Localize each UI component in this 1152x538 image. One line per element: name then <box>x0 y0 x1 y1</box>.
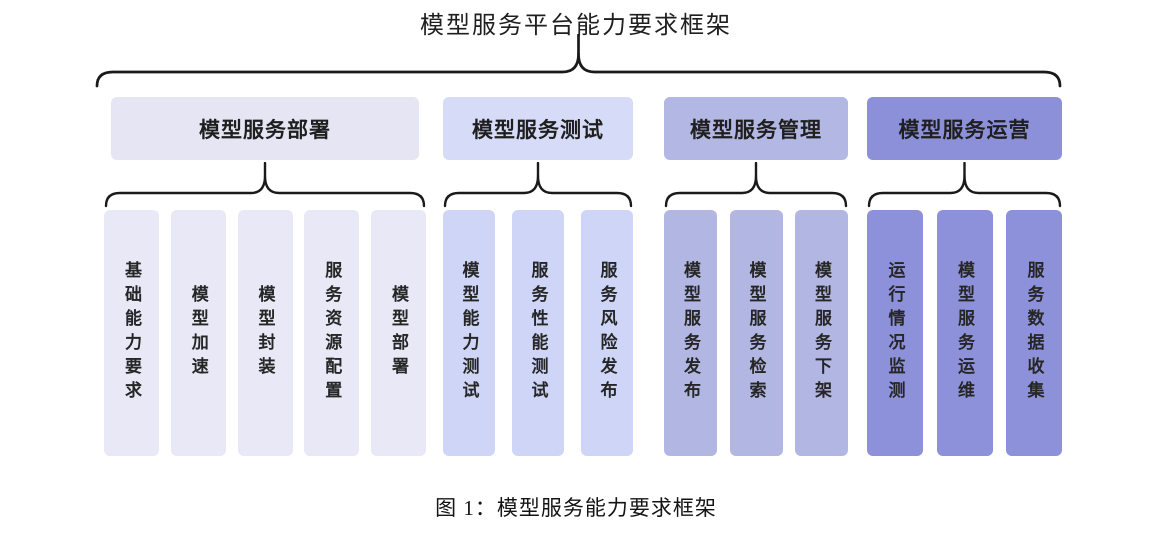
testing-items: 模型能力测试 服务性能测试 服务风险发布 <box>443 210 633 456</box>
item-box: 模型服务发布 <box>664 210 717 456</box>
item-box: 模型服务检索 <box>729 210 783 456</box>
item-box: 基础能力要求 <box>104 210 159 456</box>
item-label: 运行情况监测 <box>885 261 905 405</box>
item-box: 模型部署 <box>371 210 426 456</box>
group-model-service-testing: 模型服务测试 模型能力测试 服务性能测试 服务风险发布 <box>443 97 633 456</box>
figure-title: 模型服务平台能力要求框架 <box>420 12 732 39</box>
item-label: 模型服务检索 <box>746 261 766 405</box>
item-label: 模型部署 <box>389 285 408 381</box>
item-label: 服务资源配置 <box>322 261 342 405</box>
brace-deployment <box>104 162 426 208</box>
item-label: 模型服务发布 <box>681 261 700 405</box>
item-label: 基础能力要求 <box>122 261 141 405</box>
item-label: 服务性能测试 <box>528 261 548 405</box>
category-box-management: 模型服务管理 <box>664 97 848 160</box>
item-label: 模型服务下架 <box>812 261 831 405</box>
item-box: 模型加速 <box>170 210 226 456</box>
item-label: 模型能力测试 <box>459 261 479 405</box>
item-box: 服务数据收集 <box>1006 210 1062 456</box>
item-label: 模型封装 <box>255 285 275 381</box>
item-label: 模型加速 <box>188 285 208 381</box>
item-label: 模型服务运维 <box>955 261 974 405</box>
group-model-service-management: 模型服务管理 模型服务发布 模型服务检索 模型服务下架 <box>664 97 848 456</box>
main-brace <box>95 34 1062 88</box>
item-box: 服务资源配置 <box>304 210 360 456</box>
category-box-testing: 模型服务测试 <box>443 97 633 160</box>
item-box: 模型能力测试 <box>443 210 495 456</box>
figure-caption: 图 1：模型服务能力要求框架 <box>435 496 717 520</box>
group-model-service-deployment: 模型服务部署 基础能力要求 模型加速 模型封装 服务资源配置 模型部署 <box>104 97 426 456</box>
item-box: 服务性能测试 <box>512 210 564 456</box>
item-box: 运行情况监测 <box>867 210 923 456</box>
category-box-operation: 模型服务运营 <box>867 97 1062 160</box>
group-model-service-operation: 模型服务运营 运行情况监测 模型服务运维 服务数据收集 <box>867 97 1062 456</box>
category-box-deployment: 模型服务部署 <box>111 97 419 160</box>
item-box: 模型封装 <box>237 210 293 456</box>
brace-management <box>664 162 848 208</box>
management-items: 模型服务发布 模型服务检索 模型服务下架 <box>664 210 848 456</box>
brace-testing <box>443 162 633 208</box>
item-box: 模型服务下架 <box>795 210 848 456</box>
operation-items: 运行情况监测 模型服务运维 服务数据收集 <box>867 210 1062 456</box>
item-label: 服务风险发布 <box>597 261 617 405</box>
item-box: 服务风险发布 <box>581 210 633 456</box>
brace-operation <box>867 162 1062 208</box>
deployment-items: 基础能力要求 模型加速 模型封装 服务资源配置 模型部署 <box>104 210 426 456</box>
item-box: 模型服务运维 <box>936 210 993 456</box>
item-label: 服务数据收集 <box>1024 261 1044 405</box>
